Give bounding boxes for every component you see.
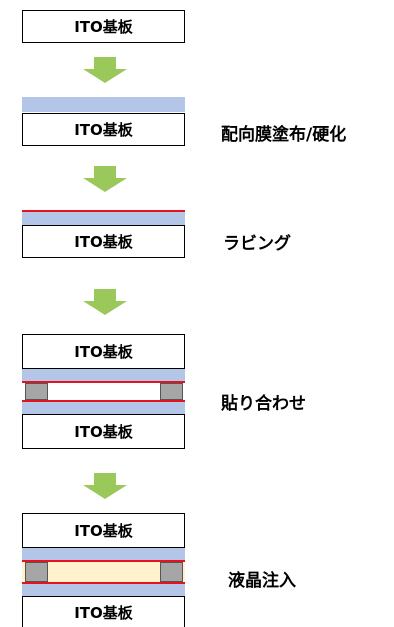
substrate-step2: ITO基板 [22,225,185,258]
step-label-lc-injection: 液晶注入 [228,571,296,591]
substrate-label: ITO基板 [74,121,133,139]
substrate-label: ITO基板 [74,423,133,441]
substrate-step1: ITO基板 [22,113,185,146]
rubbed-surface-line [22,210,185,212]
alignment-film-layer [22,584,185,596]
rubbed-surface-line [22,582,185,584]
seal-spacer-left [25,562,48,582]
rubbed-surface-line [22,381,185,383]
alignment-film-layer [22,402,185,414]
substrate-label: ITO基板 [74,603,133,622]
substrate-label: ITO基板 [74,233,133,251]
seal-spacer-left [25,383,48,400]
alignment-film-layer [22,369,185,381]
alignment-film-layer [22,548,185,560]
alignment-film-layer [22,212,185,225]
substrate-top-step3: ITO基板 [22,334,185,369]
substrate-bottom-step3: ITO基板 [22,414,185,449]
cell-gap [22,383,185,400]
seal-spacer-right [160,562,183,582]
step-label-alignment-coating: 配向膜塗布/硬化 [221,125,347,145]
down-arrow-icon [83,57,127,83]
down-arrow-icon [83,166,127,192]
liquid-crystal-layer [22,562,185,582]
down-arrow-icon [83,289,127,315]
step-label-rubbing: ラビング [223,234,291,254]
alignment-film-layer [22,97,185,112]
seal-spacer-right [160,383,183,400]
substrate-step0: ITO基板 [22,10,185,43]
rubbed-surface-line [22,560,185,562]
step-label-bonding: 貼り合わせ [221,394,306,414]
substrate-bottom-step4: ITO基板 [22,596,185,627]
substrate-top-step4: ITO基板 [22,513,185,548]
rubbed-surface-line [22,400,185,402]
down-arrow-icon [83,473,127,499]
substrate-label: ITO基板 [74,343,133,361]
substrate-label: ITO基板 [74,18,133,36]
substrate-label: ITO基板 [74,522,133,540]
